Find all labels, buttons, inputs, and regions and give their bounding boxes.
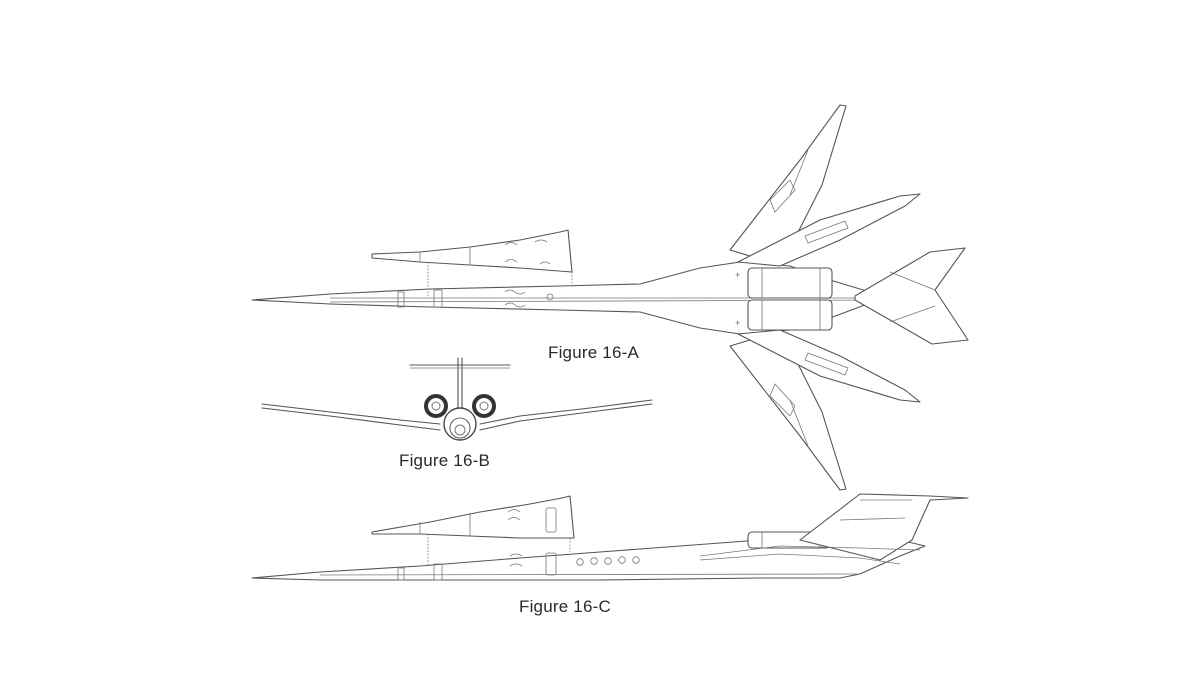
figure-16a-caption: Figure 16-A bbox=[548, 343, 640, 362]
top-view-aircraft-icon: + + bbox=[251, 104, 969, 491]
side-view-aircraft-icon bbox=[251, 493, 969, 581]
figure-16c-caption: Figure 16-C bbox=[519, 597, 611, 616]
front-view-aircraft-icon bbox=[261, 357, 653, 441]
svg-text:+: + bbox=[735, 270, 740, 280]
figure-16b-caption: Figure 16-B bbox=[399, 451, 491, 470]
svg-text:+: + bbox=[735, 318, 740, 328]
